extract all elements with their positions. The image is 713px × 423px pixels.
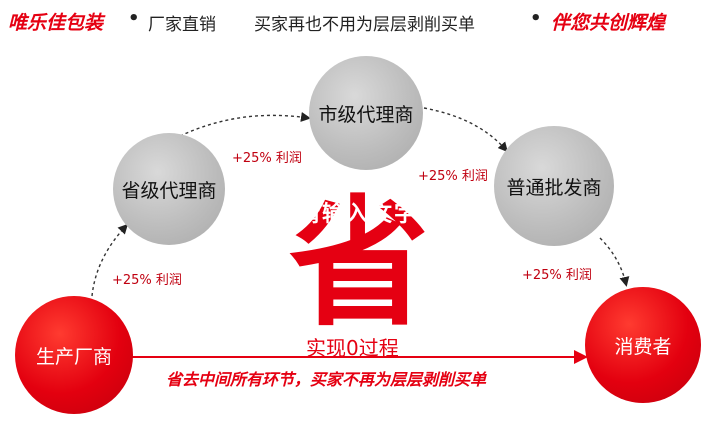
slogan-no-markup: 买家再也不用为层层剥削买单 — [254, 15, 475, 35]
top-banner: 唯乐佳包装 • 厂家直销 买家再也不用为层层剥削买单 • 伴您共创辉煌 — [0, 0, 713, 46]
node-label: 生产厂商 — [35, 345, 112, 368]
node-label: 普通批发商 — [506, 176, 602, 199]
node-label: 市级代理商 — [318, 103, 414, 126]
process-label: 实现0过程 — [306, 336, 399, 360]
brand-name: 唯乐佳包装 — [8, 12, 104, 34]
brand-motto: 伴您共创辉煌 — [551, 12, 666, 34]
direct-route-caption: 省去中间所有环节，买家不再为层层剥削买单 — [166, 370, 487, 389]
node-label: 省级代理商 — [121, 179, 217, 202]
node-city-agent: 市级代理商 — [309, 56, 423, 170]
connector-wholesale-to-consumer — [599, 237, 630, 287]
node-producer: 生产厂商 — [15, 296, 133, 414]
node-consumer: 消费者 — [585, 287, 701, 403]
connector-city-to-wholesale — [423, 107, 508, 153]
profit-label: +25% 利润 — [522, 268, 592, 283]
connector-producer-to-provincial — [91, 223, 129, 297]
slogan-direct-sale: 厂家直销 — [148, 15, 216, 35]
profit-label: +25% 利润 — [112, 273, 182, 288]
node-wholesaler: 普通批发商 — [494, 126, 614, 246]
node-provincial-agent: 省级代理商 — [113, 133, 225, 245]
separator-dot: • — [530, 8, 542, 29]
placeholder-overlay-text: 请输入文字 — [298, 202, 419, 227]
connector-provincial-to-city — [179, 112, 311, 137]
save-emblem: 省 — [288, 183, 429, 346]
profit-label: +25% 利润 — [232, 151, 302, 166]
profit-label: +25% 利润 — [418, 169, 488, 184]
separator-dot: • — [128, 8, 140, 29]
node-label: 消费者 — [614, 335, 672, 358]
